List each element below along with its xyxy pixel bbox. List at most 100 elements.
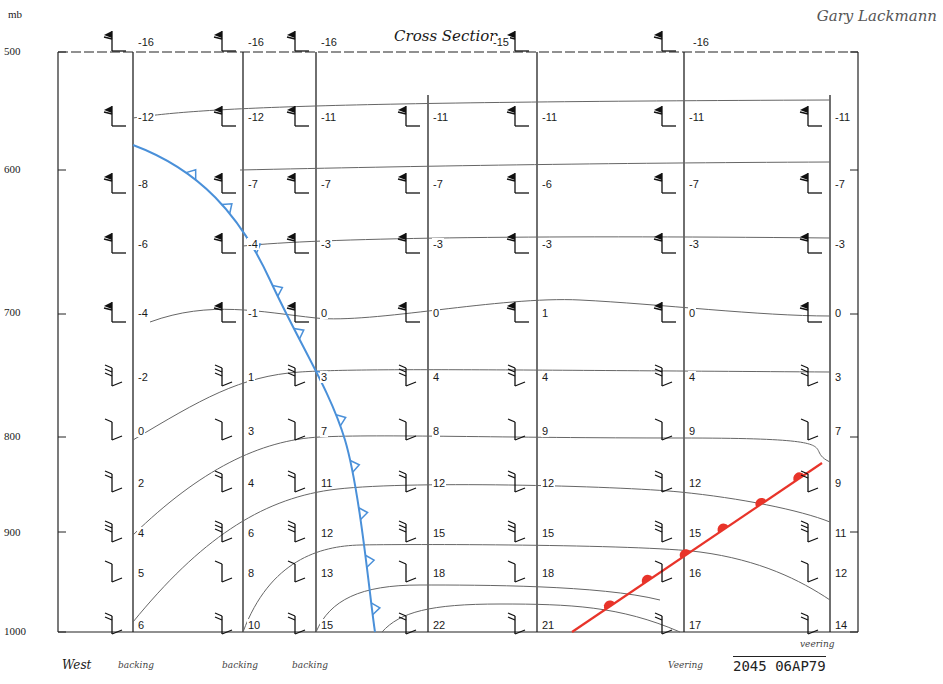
barb-tick — [215, 617, 222, 620]
barb-tick — [508, 561, 515, 564]
barb-staff — [514, 524, 515, 542]
pressure-label: 1000 — [4, 625, 26, 637]
barb-tick — [288, 617, 295, 620]
wind-barb — [398, 173, 420, 193]
barb-tick — [654, 112, 662, 114]
barb-tick — [105, 525, 112, 528]
barb-tail — [662, 252, 676, 253]
temperature-value: -3 — [834, 238, 846, 250]
wind-barb — [288, 419, 305, 440]
barb-tick — [654, 239, 662, 241]
barb-tick — [508, 373, 515, 376]
station-line — [427, 95, 428, 632]
temperature-value: 0 — [834, 307, 842, 319]
barb-staff — [405, 422, 406, 440]
barb-tick — [508, 419, 515, 422]
temperature-value: 22 — [432, 619, 446, 631]
temperature-value: -4 — [137, 307, 149, 319]
wind-barb — [801, 471, 818, 492]
barb-tail — [222, 578, 232, 582]
temperature-value: 14 — [834, 619, 848, 631]
barb-tail — [295, 50, 309, 51]
temperature-value: 15 — [320, 619, 334, 631]
temperature-value: 8 — [247, 567, 255, 579]
barb-staff — [294, 422, 295, 440]
wind-barb — [288, 521, 305, 542]
barb-tick — [105, 369, 112, 372]
wind-barb — [800, 173, 822, 193]
wind-barb — [507, 31, 529, 51]
wind-barb — [655, 365, 672, 386]
barb-tick — [287, 308, 295, 310]
barb-flag — [507, 233, 515, 240]
temperature-value: 12 — [688, 477, 702, 489]
barb-tail — [515, 630, 525, 634]
wind-barb — [800, 302, 822, 322]
barb-tail — [112, 125, 126, 126]
warm-front-semicircle — [715, 521, 728, 533]
wind-barb — [215, 365, 232, 386]
barb-tick — [288, 529, 295, 532]
barb-tick — [399, 529, 406, 532]
barb-staff — [294, 616, 295, 634]
barb-tail — [222, 125, 236, 126]
barb-tick — [104, 308, 112, 310]
barb-tick — [288, 373, 295, 376]
barb-tail — [295, 488, 305, 492]
barb-tail — [295, 125, 309, 126]
barb-tick — [214, 239, 222, 241]
barb-tick — [800, 308, 808, 310]
barb-tick — [801, 561, 808, 564]
wind-barb — [655, 471, 672, 492]
wind-barb — [507, 233, 529, 253]
barb-tick — [655, 373, 662, 376]
barb-tick — [398, 112, 406, 114]
wind-note: backing — [118, 661, 154, 671]
barb-flag — [654, 31, 662, 38]
barb-staff — [111, 474, 112, 492]
wind-barb — [287, 106, 309, 126]
barb-tick — [655, 617, 662, 620]
barb-staff — [294, 564, 295, 582]
barb-tail — [662, 382, 672, 386]
temperature-value: -15 — [492, 36, 510, 48]
barb-flag — [507, 173, 515, 180]
wind-barb — [801, 613, 818, 634]
wind-barb — [288, 365, 305, 386]
wind-barb — [654, 302, 676, 322]
barb-flag — [214, 302, 222, 309]
barb-tick — [508, 617, 515, 620]
barb-tick — [105, 617, 112, 620]
barb-tick — [655, 365, 662, 368]
barb-tail — [406, 321, 420, 322]
wind-barb — [508, 365, 525, 386]
barb-staff — [294, 524, 295, 542]
barb-tail — [406, 436, 416, 440]
wind-barb — [104, 31, 126, 51]
wind-barb — [287, 302, 309, 322]
barb-tick — [655, 369, 662, 372]
wind-barb — [105, 613, 122, 634]
barb-tick — [507, 112, 515, 114]
barb-tick — [399, 521, 406, 524]
temperature-value: 15 — [541, 527, 555, 539]
barb-tick — [654, 308, 662, 310]
wind-barb — [507, 173, 529, 193]
wind-barb — [105, 471, 122, 492]
temperature-value: 4 — [247, 477, 255, 489]
cold-front-triangle — [365, 555, 374, 567]
barb-staff — [807, 474, 808, 492]
barb-flag — [398, 106, 406, 113]
barb-tick — [508, 613, 515, 616]
wind-barb — [654, 173, 676, 193]
barb-tail — [112, 192, 126, 193]
barb-tick — [105, 529, 112, 532]
wind-barb — [398, 302, 420, 322]
wind-barb — [215, 561, 232, 582]
barb-tick — [105, 475, 112, 478]
cold-front-triangle — [273, 286, 283, 297]
wind-barb — [655, 521, 672, 542]
barb-tick — [105, 471, 112, 474]
temperature-value: 11 — [320, 477, 333, 489]
barb-tick — [214, 112, 222, 114]
